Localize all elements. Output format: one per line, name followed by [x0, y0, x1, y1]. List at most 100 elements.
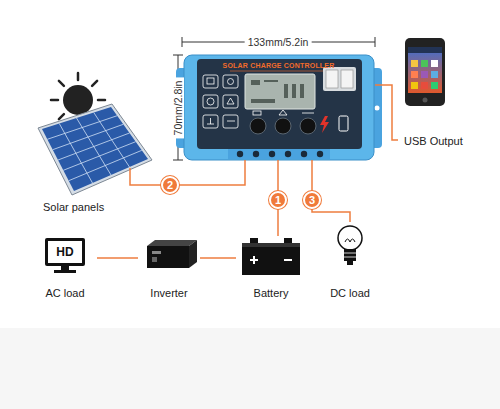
component-label: AC load [45, 287, 84, 300]
solar-panel-symbol [53, 124, 124, 149]
dimension-label: 70mm/2.8in [172, 78, 184, 139]
charge-controller-housing [275, 118, 291, 134]
charge-controller-housing [253, 151, 259, 157]
monitor-symbol [48, 241, 82, 263]
monitor-symbol [45, 238, 85, 266]
bulb-symbol [344, 253, 356, 257]
inverter-symbol [152, 257, 157, 262]
callout-number: 2 [161, 176, 179, 194]
component-label: Solar panels [43, 201, 104, 214]
bottom-band [0, 328, 500, 409]
inverter-symbol [152, 251, 161, 254]
solar-panel-symbol [38, 104, 152, 195]
charge-controller-housing [317, 151, 323, 157]
inverter: Inverter [138, 232, 200, 300]
dimension-line [173, 160, 183, 161]
charge-controller-housing [302, 113, 314, 114]
inverter-symbol [147, 240, 197, 246]
component-label: USB Output [404, 135, 463, 148]
charge-controller-housing [228, 79, 234, 85]
callout-number: 3 [303, 191, 321, 209]
dc-load: DC load [325, 222, 375, 300]
monitor-symbol [61, 266, 69, 270]
phone-symbol [408, 47, 442, 53]
dimension-label: 133mm/5.2in [245, 36, 312, 48]
phone-symbol [405, 38, 445, 106]
charge-controller-housing [245, 74, 315, 109]
screen-label: HD [56, 246, 73, 258]
dimension-line [173, 37, 375, 160]
sun-symbol [77, 73, 80, 80]
charge-controller-housing [301, 151, 307, 157]
solar-panel-symbol [130, 168, 153, 185]
charge-controller-housing [203, 75, 218, 88]
charge-controller-housing [207, 118, 214, 124]
dimension-line [375, 37, 376, 47]
charge-controller-housing [223, 75, 238, 88]
charge-controller-housing [203, 75, 238, 128]
phone-symbol [421, 71, 428, 78]
dimension-line [182, 37, 183, 47]
phone-symbol [431, 82, 438, 89]
component-label: Battery [254, 287, 289, 300]
monitor-symbol [45, 238, 85, 273]
bottom-band [0, 328, 500, 409]
charge-controller-housing [227, 121, 235, 122]
phone-symbol [411, 60, 418, 67]
bulb-symbol [338, 226, 362, 250]
solar-panel-symbol [58, 133, 130, 160]
solar-panel-symbol [42, 107, 148, 191]
charge-controller-housing [223, 115, 238, 128]
charge-controller-housing [223, 95, 238, 108]
charge-controller-housing [230, 71, 330, 72]
solar-panel: Solar panels [35, 88, 153, 214]
solar-panel-symbol [47, 116, 117, 140]
bulb-symbol [338, 226, 362, 265]
usb-device: USB Output [398, 30, 490, 148]
charge-controller-housing [279, 110, 287, 115]
charge-controller-housing [228, 149, 330, 159]
phone-symbol [405, 38, 445, 106]
panel-title: SOLAR CHARGE CONTROLLER [223, 62, 335, 70]
wire [200, 257, 236, 259]
monitor-symbol [54, 270, 76, 273]
charge-controller-housing [300, 84, 304, 98]
bulb-symbol [345, 239, 355, 242]
phone-symbol [431, 71, 438, 78]
charge-controller-housing [284, 84, 288, 98]
solar-panel-symbol [69, 150, 142, 180]
battery: Battery [236, 236, 306, 300]
charge-controller-housing [375, 106, 380, 111]
charge-controller-housing [207, 98, 214, 105]
solar-panel-symbol [47, 113, 142, 184]
phone-symbol [421, 82, 428, 89]
bulb-symbol [344, 249, 356, 261]
bulb-symbol [347, 261, 353, 265]
charge-controller-housing [253, 110, 314, 115]
dimension-line [173, 55, 183, 56]
charge-controller-housing [237, 151, 323, 157]
sun-symbol [98, 99, 105, 102]
component-label: DC load [330, 287, 370, 300]
charge-controller-housing [176, 55, 382, 160]
sun-symbol [59, 114, 64, 119]
charge-controller-housing [269, 151, 275, 157]
charge-controller-housing [251, 80, 304, 103]
phone-symbol [431, 60, 438, 67]
solar-panel-symbol [63, 142, 135, 171]
charge-controller-housing [264, 80, 278, 82]
charge-controller-housing [323, 67, 356, 91]
charge-controller-housing [184, 55, 374, 160]
charge-controller-housing [203, 115, 218, 128]
charge-controller-housing [251, 80, 260, 85]
wire [312, 160, 350, 222]
charge-controller-housing [207, 78, 214, 84]
phone-symbol [411, 71, 418, 78]
inverter-symbol [147, 240, 197, 268]
charge-controller-housing [253, 111, 261, 115]
charge-controller-housing [300, 118, 316, 134]
charge-controller-housing [339, 116, 348, 131]
sun-symbol [92, 81, 97, 86]
sun-symbol [51, 99, 58, 102]
charge-controller: SOLAR CHARGE CONTROLLER [182, 55, 375, 160]
